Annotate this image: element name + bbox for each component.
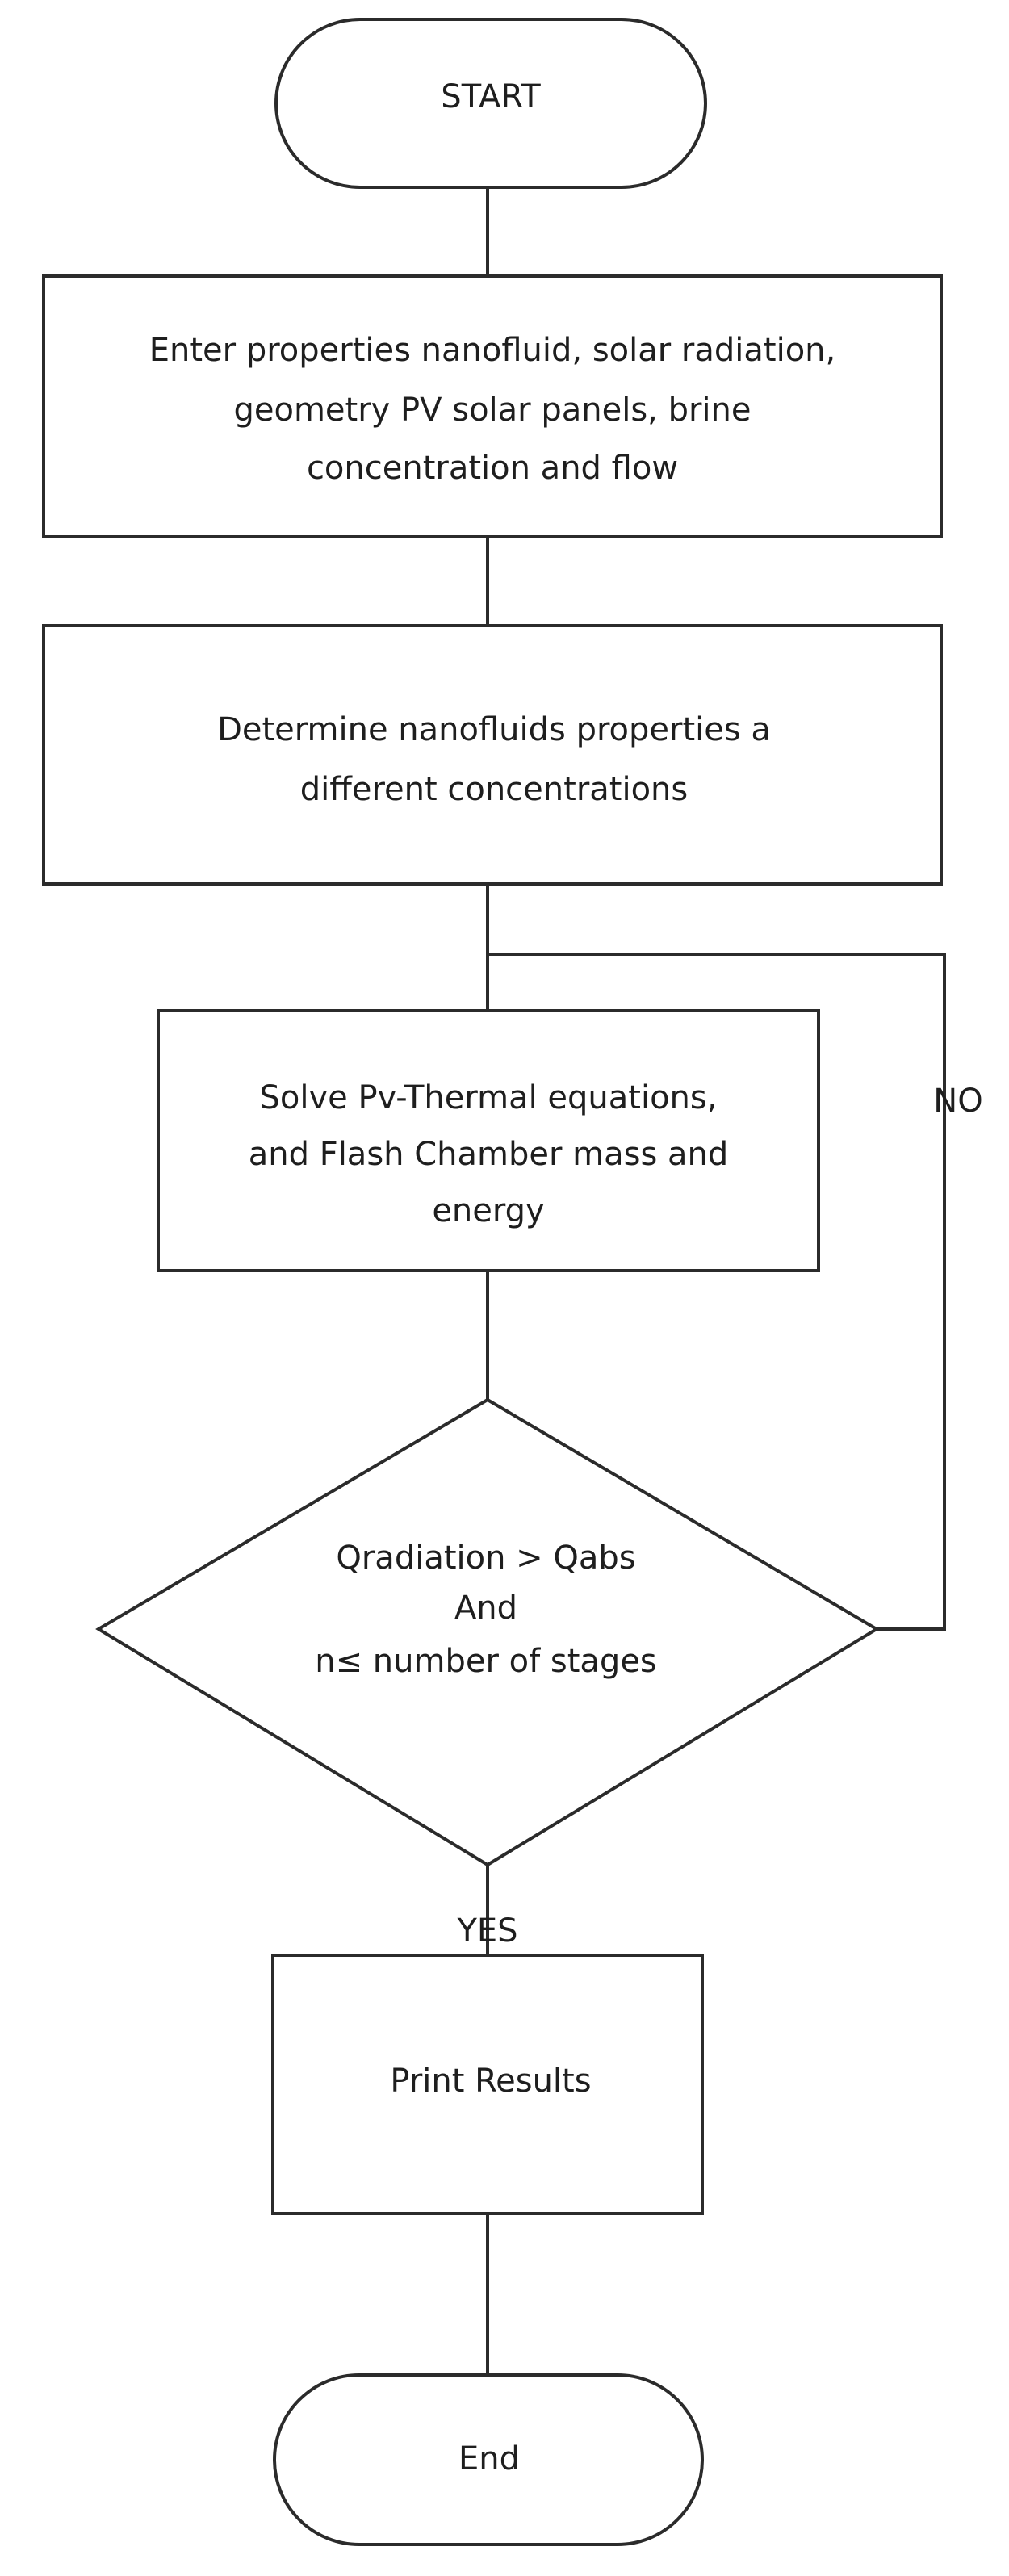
input-line-3: concentration and flow [307, 450, 678, 487]
end-terminator: End [273, 2373, 704, 2546]
decision-line-1: Qradiation > Qabs [336, 1539, 635, 1577]
no-label: NO [933, 1083, 982, 1120]
connectors [486, 187, 946, 2375]
start-label: START [441, 78, 541, 115]
yes-label: YES [456, 1912, 517, 1950]
start-terminator: START [274, 18, 707, 189]
input-line-1: Enter properties nanofluid, solar radiat… [149, 332, 836, 369]
solve-line-3: energy [432, 1192, 544, 1229]
properties-line-1: Determine nanofluids properties a [217, 711, 771, 748]
decision-line-3: n≤ number of stages [315, 1643, 657, 1680]
print-results-box: Print Results [271, 1954, 704, 2215]
end-label: End [458, 2440, 520, 2478]
print-results-label: Print Results [390, 2063, 591, 2100]
decision-diamond: Qradiation > Qabs And n≤ number of stage… [95, 1397, 880, 1867]
properties-process-box: Determine nanofluids properties a differ… [42, 624, 943, 886]
input-process-box: Enter properties nanofluid, solar radiat… [42, 274, 943, 538]
solve-line-1: Solve Pv-Thermal equations, [260, 1079, 718, 1116]
input-line-2: geometry PV solar panels, brine [233, 392, 751, 429]
solve-line-2: and Flash Chamber mass and [249, 1136, 729, 1173]
decision-line-2: And [454, 1590, 517, 1627]
properties-line-2: different concentrations [300, 771, 688, 808]
solve-process-box: Solve Pv-Thermal equations, and Flash Ch… [157, 1009, 820, 1272]
no-loop-connector [488, 953, 946, 1631]
